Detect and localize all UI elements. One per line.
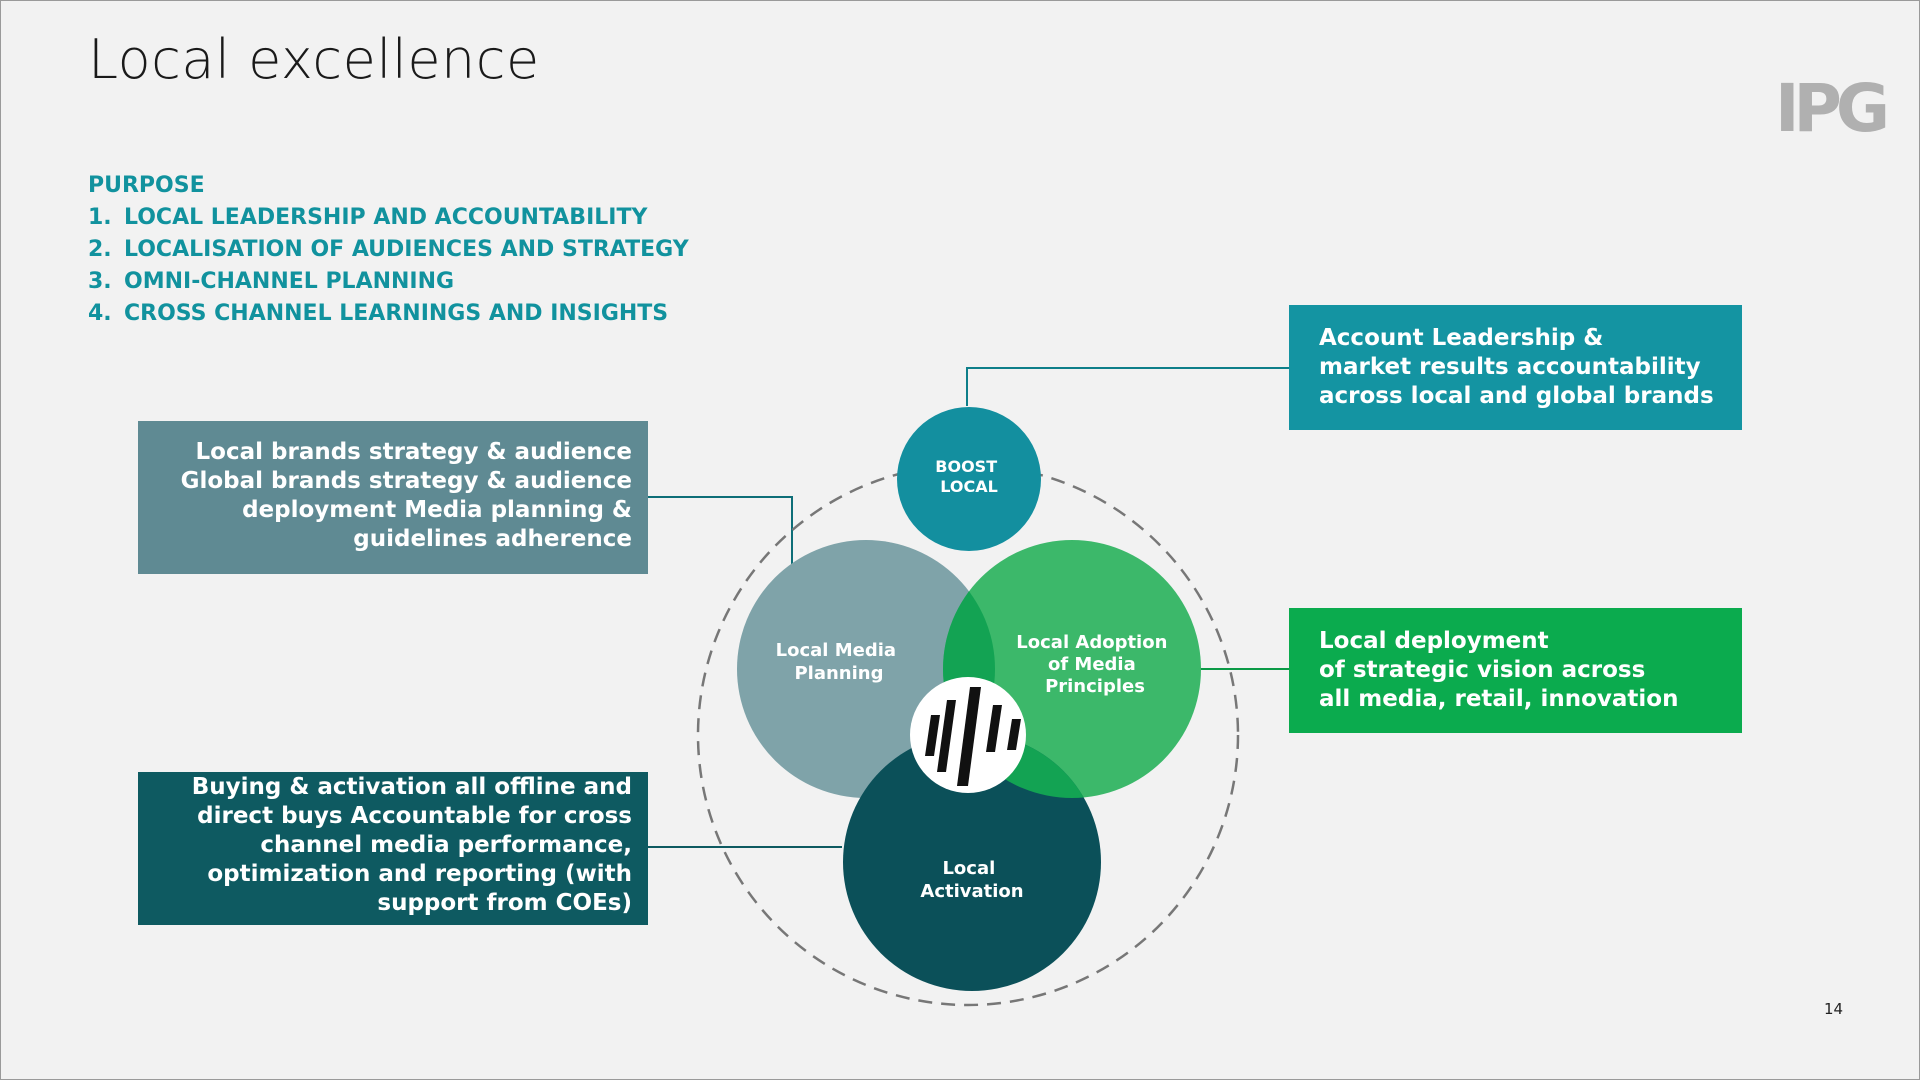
callout-line: Local brands strategy & audience [195,439,632,465]
purpose-section: PURPOSE 1. LOCAL LEADERSHIP AND ACCOUNTAB… [88,170,689,330]
callout-line: Local deployment [1319,628,1549,654]
purpose-heading: PURPOSE [88,173,205,198]
callout-account-leadership: Account Leadership & market results acco… [1289,305,1742,430]
callout-line: Account Leadership & [1319,325,1604,351]
boost-label: BOOST LOCAL [935,457,1002,496]
callout-line: market results accountability [1319,354,1701,380]
callout-line: deployment Media planning & [242,497,632,523]
purpose-item-text: OMNI-CHANNEL PLANNING [124,269,455,294]
purpose-item-number: 1. [88,205,112,230]
purpose-list: 1. LOCAL LEADERSHIP AND ACCOUNTABILITY 2.… [88,202,689,330]
purpose-item-text: LOCAL LEADERSHIP AND ACCOUNTABILITY [124,205,648,230]
purpose-item-text: LOCALISATION OF AUDIENCES AND STRATEGY [124,237,689,262]
callout-line: of strategic vision across [1319,657,1646,683]
callout-line: guidelines adherence [353,526,632,552]
purpose-item: 3. OMNI-CHANNEL PLANNING [88,266,689,298]
callout-line: channel media performance, [260,832,632,858]
callout-buying-activation: Buying & activation all offline and dire… [138,772,648,925]
page-number: 14 [1824,1000,1844,1018]
circle-boost-local [897,407,1041,551]
purpose-item-number: 4. [88,301,112,326]
purpose-item: 4. CROSS CHANNEL LEARNINGS AND INSIGHTS [88,298,689,330]
circle-local-activation [843,733,1101,991]
callout-line: Global brands strategy & audience [180,468,632,494]
purpose-item-number: 2. [88,237,112,262]
callout-line: direct buys Accountable for cross [197,803,632,829]
page-title: Local excellence [88,28,540,91]
callout-local-brands-strategy: Local brands strategy & audience Global … [138,421,648,574]
callout-line: optimization and reporting (with [207,861,632,887]
callout-line: across local and global brands [1319,383,1714,409]
purpose-item-number: 3. [88,269,112,294]
callout-local-deployment: Local deployment of strategic vision acr… [1289,608,1742,733]
planning-label: Local Media Planning [776,640,903,684]
callout-line: Buying & activation all offline and [191,774,632,800]
purpose-item-text: CROSS CHANNEL LEARNINGS AND INSIGHTS [124,301,669,326]
ipg-logo: IPG [1775,70,1890,147]
connector-line-left-top [648,496,793,572]
connector-line-right-top [966,367,1289,406]
bar-chart-logo-icon [925,687,1021,786]
adoption-label: Local Adoption of Media Principles [1016,632,1173,697]
purpose-item: 1. LOCAL LEADERSHIP AND ACCOUNTABILITY [88,202,689,234]
activation-label: Local Activation [920,858,1023,902]
purpose-item: 2. LOCALISATION OF AUDIENCES AND STRATEGY [88,234,689,266]
callout-line: support from COEs) [377,890,632,916]
callout-line: all media, retail, innovation [1319,686,1679,712]
